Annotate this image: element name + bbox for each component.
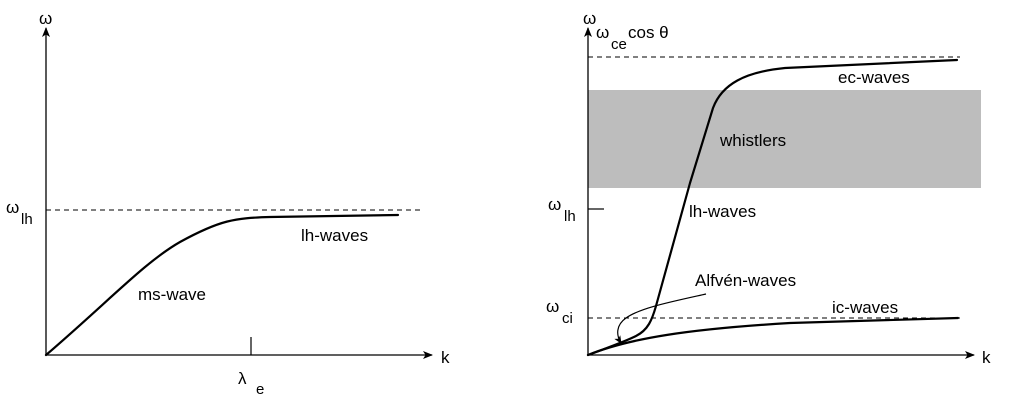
alfven-pointer-arrow (614, 293, 707, 344)
left-label-lh-waves: lh-waves (301, 226, 368, 245)
left-y-axis-label: ω (39, 9, 52, 28)
omega-ci-subscript: ci (562, 310, 573, 327)
left-dispersion-curve (44, 213, 400, 357)
left-omega-lh-subscript: lh (21, 211, 33, 228)
omega-ce-symbol: ω (596, 23, 609, 42)
label-alfven-waves: Alfvén-waves (695, 271, 796, 290)
left-panel: ω k ω lh λ e ms-wave lh-waves (6, 9, 450, 398)
left-omega-lh-symbol: ω (6, 198, 19, 217)
right-y-axis-label: ω (583, 9, 596, 28)
whistler-band (588, 90, 981, 188)
label-ec-waves: ec-waves (838, 68, 910, 87)
left-lambda-e-symbol: λ (238, 369, 247, 388)
right-omega-lh-subscript: lh (564, 208, 576, 225)
right-label-lh-waves: lh-waves (689, 202, 756, 221)
label-ic-waves: ic-waves (832, 298, 898, 317)
omega-ci-symbol: ω (546, 297, 559, 316)
omega-ce-subscript: ce (611, 36, 627, 53)
right-x-axis-label: k (982, 348, 991, 367)
right-omega-lh-symbol: ω (548, 195, 561, 214)
right-panel: ω k ω ce cos θ ω lh ω ci ec-waves whistl… (546, 9, 991, 367)
lower-branch-curve (586, 316, 960, 357)
omega-ce-suffix: cos θ (628, 23, 669, 42)
left-x-axis-label: k (441, 348, 450, 367)
left-label-ms-wave: ms-wave (138, 285, 206, 304)
label-whistlers: whistlers (719, 131, 786, 150)
left-lambda-e-subscript: e (256, 381, 264, 398)
